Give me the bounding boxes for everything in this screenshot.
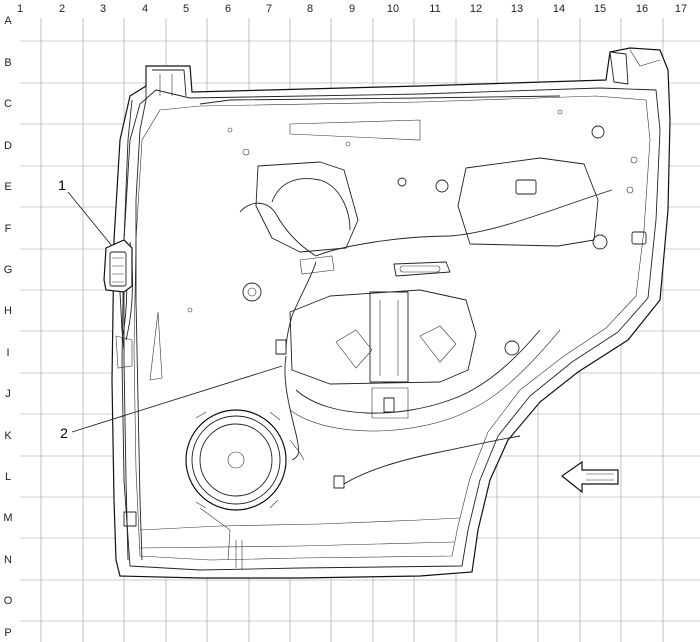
- column-label: 15: [594, 3, 606, 15]
- row-label: O: [4, 595, 13, 607]
- door-outline: [111, 47, 671, 579]
- row-label: P: [4, 627, 11, 639]
- arrow-left-icon: [560, 460, 619, 494]
- speaker-assembly: [185, 409, 287, 511]
- row-label: A: [4, 15, 12, 27]
- column-label: 16: [636, 3, 648, 15]
- row-label: K: [4, 430, 12, 442]
- row-labels: A B C D E F G H I J K L M N O P: [3, 15, 12, 639]
- row-label: B: [4, 57, 11, 69]
- callout-1: 1: [58, 177, 113, 247]
- column-label: 10: [387, 3, 399, 15]
- column-label: 6: [225, 3, 231, 15]
- callout-2: 2: [60, 365, 283, 441]
- column-label: 13: [511, 3, 523, 15]
- column-label: 1: [17, 3, 23, 15]
- column-label: 5: [183, 3, 189, 15]
- row-label: N: [4, 554, 12, 566]
- column-label: 12: [470, 3, 482, 15]
- row-label: H: [4, 305, 12, 317]
- door-inner-panel: [103, 47, 671, 579]
- column-label: 4: [142, 3, 148, 15]
- row-label: E: [4, 181, 11, 193]
- callout-2-label: 2: [60, 425, 68, 441]
- row-label: D: [4, 140, 12, 152]
- door-harness-connector: [103, 239, 133, 293]
- row-label: I: [6, 347, 9, 359]
- column-label: 7: [266, 3, 272, 15]
- column-label: 17: [675, 3, 687, 15]
- row-label: L: [5, 471, 11, 483]
- row-label: G: [4, 264, 13, 276]
- row-label: F: [5, 223, 12, 235]
- row-label: M: [3, 512, 12, 524]
- column-label: 3: [100, 3, 106, 15]
- column-label: 9: [349, 3, 355, 15]
- column-label: 14: [553, 3, 565, 15]
- column-label: 2: [59, 3, 65, 15]
- callout-1-label: 1: [58, 177, 66, 193]
- column-label: 8: [307, 3, 313, 15]
- callout-1-leader: [67, 191, 113, 247]
- row-label: C: [4, 98, 12, 110]
- column-label: 11: [429, 3, 440, 15]
- column-labels: 1 2 3 4 5 6 7 8 9 10 11 12 13 14 15 16 1…: [17, 3, 687, 15]
- callout-2-leader: [71, 365, 283, 433]
- row-label: J: [5, 388, 11, 400]
